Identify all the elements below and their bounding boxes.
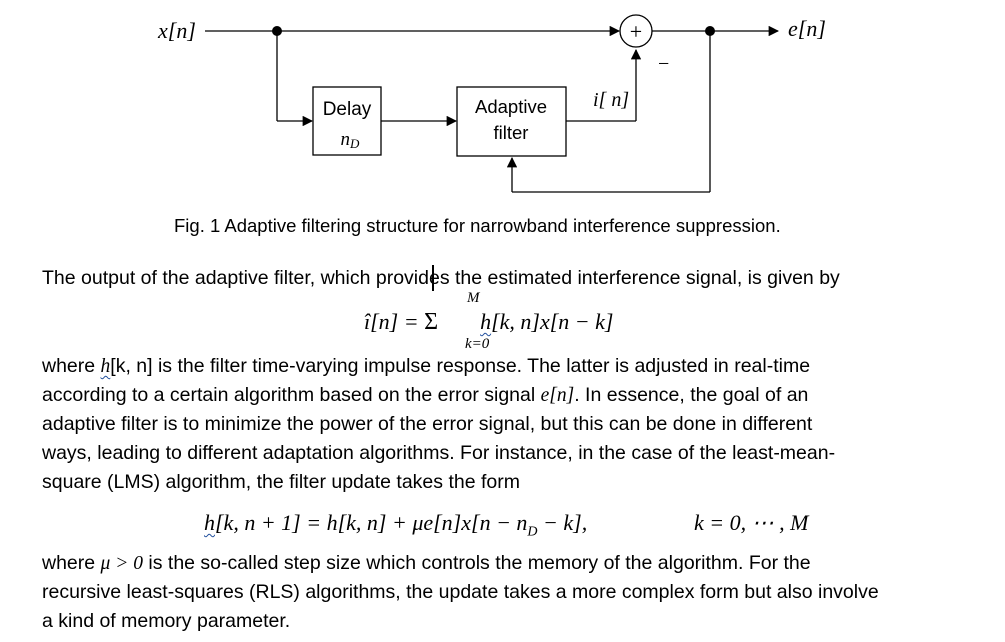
summation-symbol: Σ [424, 309, 439, 335]
para2-line5: square (LMS) algorithm, the filter updat… [42, 471, 520, 493]
delay-title: Delay [323, 99, 372, 120]
eq2-main: [k, n + 1] = h[k, n] + μe[n]x[n − n [215, 510, 528, 535]
delay-block [312, 86, 382, 156]
paragraph-intro: The output of the adaptive filter, which… [42, 267, 840, 289]
figure-caption: Fig. 1 Adaptive filtering structure for … [174, 215, 781, 236]
output-label: e[n] [788, 16, 826, 41]
equation-lms-condition: k = 0, ⋯ , M [694, 510, 809, 535]
block-diagram: x[n] Delay nD Adaptive filter i[ n] + − … [157, 14, 826, 193]
adder-plus: + [630, 19, 642, 44]
paragraph-step-size: where μ > 0 is the so-called step size w… [42, 549, 992, 636]
eq2-end: − k], [537, 510, 588, 535]
eq1-h: h [480, 309, 492, 334]
sum-lower-limit: k=0 [465, 336, 490, 352]
sum-upper-limit: M [467, 290, 480, 306]
equation-lms-update: h[k, n + 1] = h[k, n] + μe[n]x[n − nD − … [204, 510, 587, 540]
eq1-lhs: î[n] = [364, 309, 425, 334]
para3-line1: where μ > 0 is the so-called step size w… [42, 552, 811, 574]
adaptive-line1: Adaptive [475, 96, 547, 117]
input-label: x[n] [157, 18, 196, 43]
para3-line2: recursive least-squares (RLS) algorithms… [42, 581, 879, 603]
para2-line3: adaptive filter is to minimize the power… [42, 413, 813, 435]
eq1-rest: [k, n]x[n − k] [491, 309, 614, 334]
minus-sign: − [658, 53, 669, 75]
text-cursor[interactable] [432, 265, 434, 291]
para2-line2: according to a certain algorithm based o… [42, 384, 809, 406]
estimate-label: i[ n] [593, 89, 629, 111]
adaptive-filter-block [456, 86, 567, 157]
para2-line4: ways, leading to different adaptation al… [42, 442, 836, 464]
paragraph-description: where h[k, n] is the filter time-varying… [42, 352, 992, 497]
eq2-h: h [204, 510, 215, 535]
eq2-sub: D [527, 524, 538, 540]
para3-line3: a kind of memory parameter. [42, 610, 291, 632]
para2-line1: where h[k, n] is the filter time-varying… [42, 355, 811, 377]
adaptive-line2: filter [494, 122, 529, 143]
